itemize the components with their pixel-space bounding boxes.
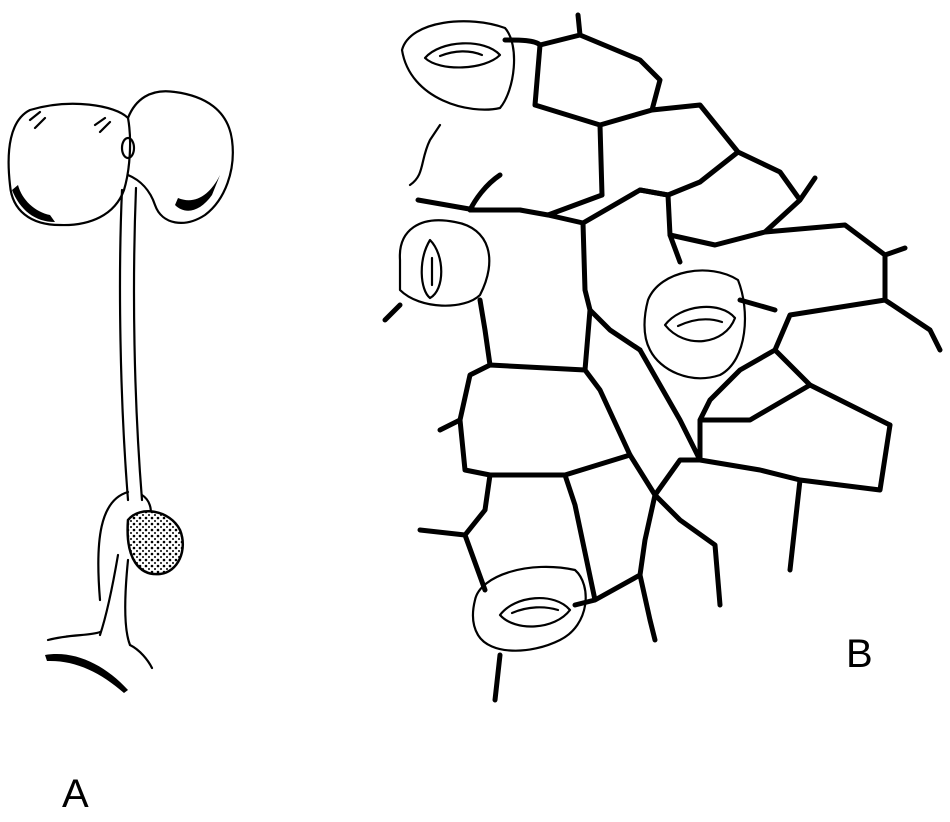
panel-a-label: A	[62, 772, 89, 816]
primary-root	[46, 630, 154, 670]
hypocotyl	[118, 186, 144, 502]
seed-coat	[126, 510, 185, 576]
stoma-1	[400, 20, 516, 111]
stoma-2	[398, 219, 491, 307]
epidermis-drawing	[382, 12, 943, 703]
right-cotyledon	[126, 90, 234, 224]
seedling-drawing	[7, 90, 234, 693]
panel-b-label: B	[846, 632, 873, 676]
stoma-4	[471, 565, 587, 652]
left-cotyledon	[7, 102, 132, 227]
stoma-3	[643, 269, 747, 380]
